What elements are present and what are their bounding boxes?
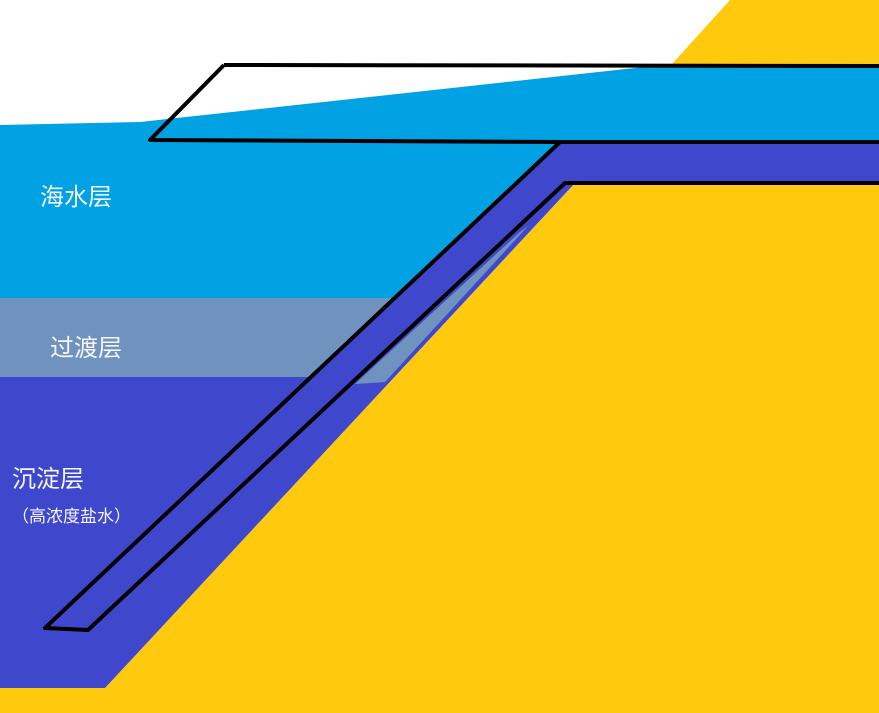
transition-strip-on-slope bbox=[355, 226, 528, 384]
transition-layer-label: 过渡层 bbox=[50, 334, 122, 362]
sediment-note-label: （高浓度盐水） bbox=[12, 507, 131, 527]
seawater-layer-label: 海水层 bbox=[40, 183, 112, 211]
transition-layer bbox=[0, 298, 392, 377]
sediment-layer-label: 沉淀层 bbox=[12, 465, 84, 493]
pipe-outline bbox=[43, 63, 879, 632]
seawater-layer bbox=[0, 64, 879, 298]
sediment-layer bbox=[0, 142, 879, 688]
